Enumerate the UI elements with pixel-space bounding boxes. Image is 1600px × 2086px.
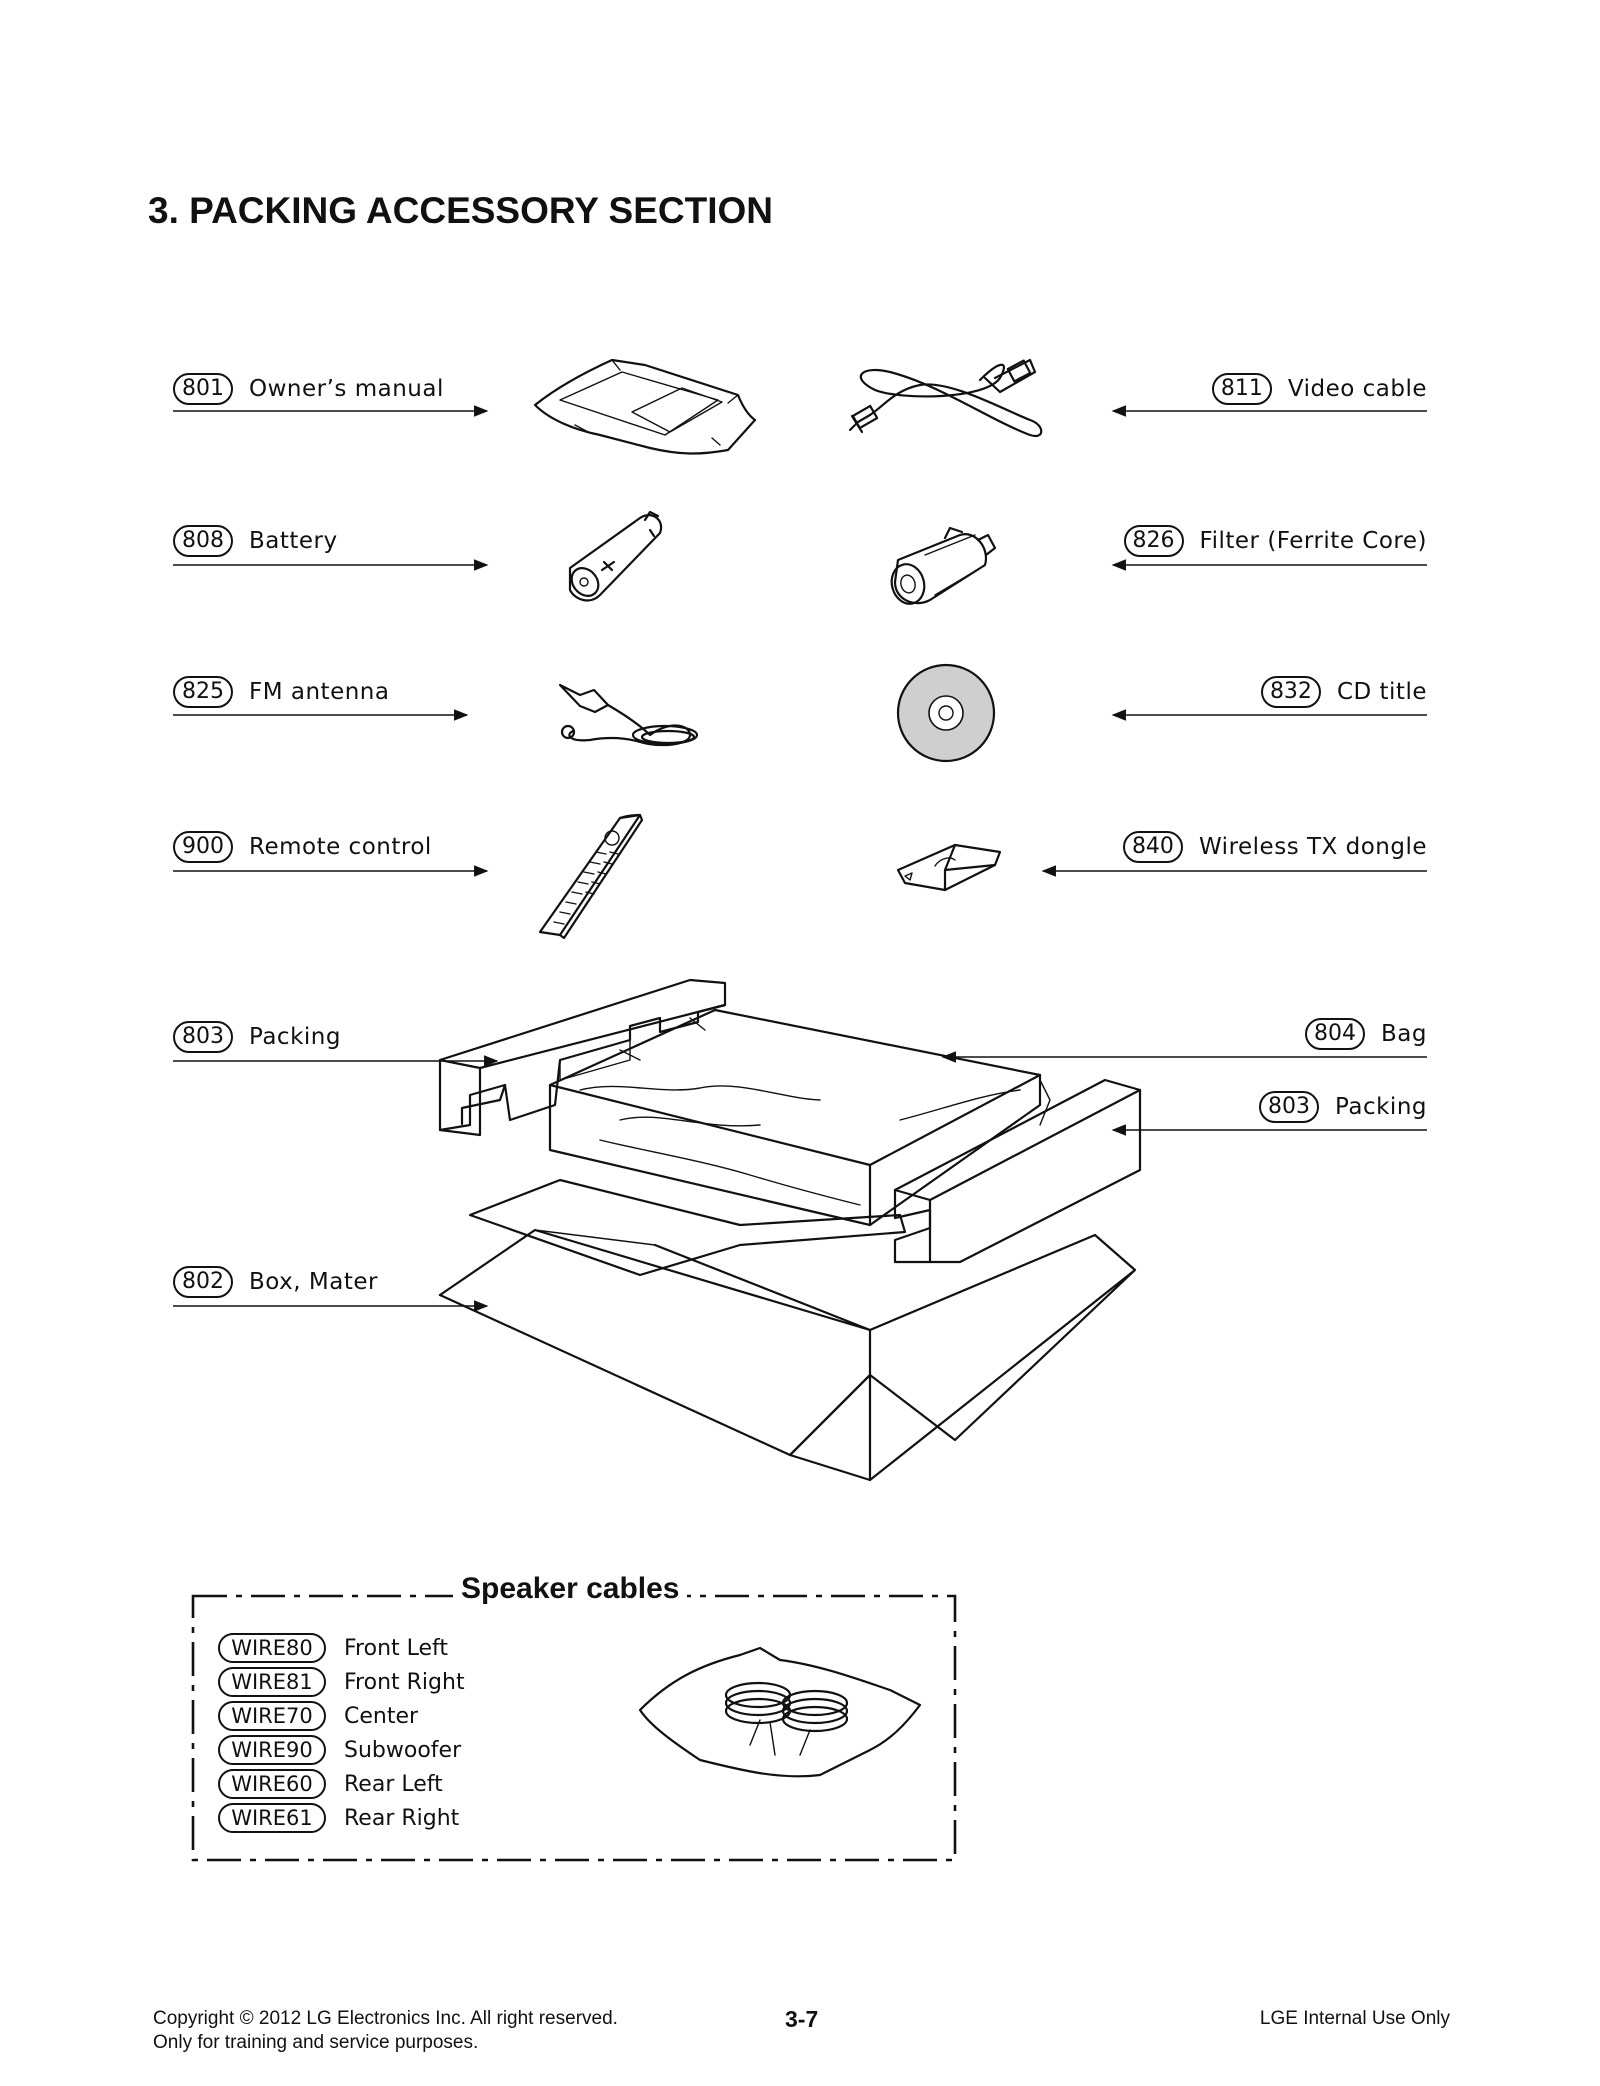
callout-811: 811 Video cable: [1211, 372, 1427, 406]
wire-row: WIRE60 Rear Left: [218, 1768, 443, 1800]
part-number: 803: [1259, 1091, 1320, 1123]
wireless-dongle-illustration: [896, 843, 1002, 892]
wire-name: Front Left: [344, 1635, 449, 1661]
part-label: Wireless TX dongle: [1198, 834, 1427, 860]
callout-832: 832 CD title: [1260, 675, 1427, 709]
fm-antenna-illustration: [558, 683, 699, 747]
callout-802: 802 Box, Mater: [173, 1265, 378, 1299]
main-unit-packing-illustration: [438, 978, 1142, 1482]
part-label: Video cable: [1287, 376, 1427, 402]
footer-usage-note: Only for training and service purposes.: [153, 2032, 479, 2053]
speaker-cables-frame: [191, 1594, 957, 1862]
part-label: Remote control: [249, 834, 432, 860]
wire-code: WIRE81: [218, 1667, 326, 1697]
part-label: Bag: [1381, 1021, 1427, 1047]
wire-code: WIRE90: [218, 1735, 326, 1765]
part-label: Packing: [1335, 1094, 1427, 1120]
callout-825: 825 FM antenna: [173, 675, 389, 709]
wire-row: WIRE90 Subwoofer: [218, 1734, 461, 1766]
part-number: 804: [1305, 1018, 1366, 1050]
part-label: Owner’s manual: [249, 376, 444, 402]
wire-code: WIRE70: [218, 1701, 326, 1731]
part-label: Filter (Ferrite Core): [1199, 528, 1427, 554]
part-label: Battery: [249, 528, 338, 554]
footer-internal-use: LGE Internal Use Only: [1259, 2008, 1450, 2029]
callout-801: 801 Owner’s manual: [173, 372, 444, 406]
owners-manual-illustration: [533, 358, 757, 455]
part-label: Packing: [249, 1024, 341, 1050]
callout-804: 804 Bag: [1305, 1017, 1427, 1051]
remote-control-illustration: [538, 813, 644, 940]
cd-illustration: [896, 663, 996, 763]
part-number: 825: [173, 676, 233, 708]
callout-840: 840 Wireless TX dongle: [1122, 830, 1427, 864]
wire-name: Subwoofer: [344, 1737, 462, 1763]
footer-copyright: Copyright © 2012 LG Electronics Inc. All…: [153, 2008, 618, 2029]
part-number: 811: [1211, 373, 1272, 405]
part-number: 840: [1122, 831, 1183, 863]
part-label: FM antenna: [249, 679, 390, 705]
speaker-cables-illustration: [638, 1646, 922, 1778]
page-number: 3-7: [785, 2006, 819, 2032]
speaker-cables-title: Speaker cables: [453, 1572, 688, 1606]
part-number: 900: [173, 831, 233, 863]
wire-row: WIRE70 Center: [218, 1700, 418, 1732]
wire-name: Front Right: [344, 1669, 465, 1695]
callout-803-left: 803 Packing: [173, 1020, 341, 1054]
battery-illustration: [568, 510, 663, 602]
callout-803-right: 803 Packing: [1259, 1090, 1427, 1124]
wire-code: WIRE80: [218, 1633, 326, 1663]
wire-name: Rear Right: [344, 1805, 460, 1831]
wire-row: WIRE61 Rear Right: [218, 1802, 459, 1834]
video-cable-illustration: [848, 358, 1043, 438]
part-number: 801: [173, 373, 233, 405]
part-label: Box, Mater: [249, 1269, 378, 1295]
part-number: 802: [173, 1266, 233, 1298]
part-number: 826: [1123, 525, 1184, 557]
wire-row: WIRE80 Front Left: [218, 1632, 448, 1664]
part-number: 808: [173, 525, 233, 557]
wire-name: Center: [344, 1703, 419, 1729]
ferrite-core-illustration: [890, 526, 997, 605]
callout-826: 826 Filter (Ferrite Core): [1123, 524, 1427, 558]
part-label: CD title: [1336, 679, 1427, 705]
page-title: 3. PACKING ACCESSORY SECTION: [148, 190, 773, 231]
part-number: 803: [173, 1021, 233, 1053]
callout-808: 808 Battery: [173, 524, 338, 558]
wire-name: Rear Left: [344, 1771, 443, 1797]
callout-900: 900 Remote control: [173, 830, 432, 864]
wire-code: WIRE60: [218, 1769, 326, 1799]
part-number: 832: [1260, 676, 1321, 708]
wire-code: WIRE61: [218, 1803, 326, 1833]
wire-row: WIRE81 Front Right: [218, 1666, 465, 1698]
